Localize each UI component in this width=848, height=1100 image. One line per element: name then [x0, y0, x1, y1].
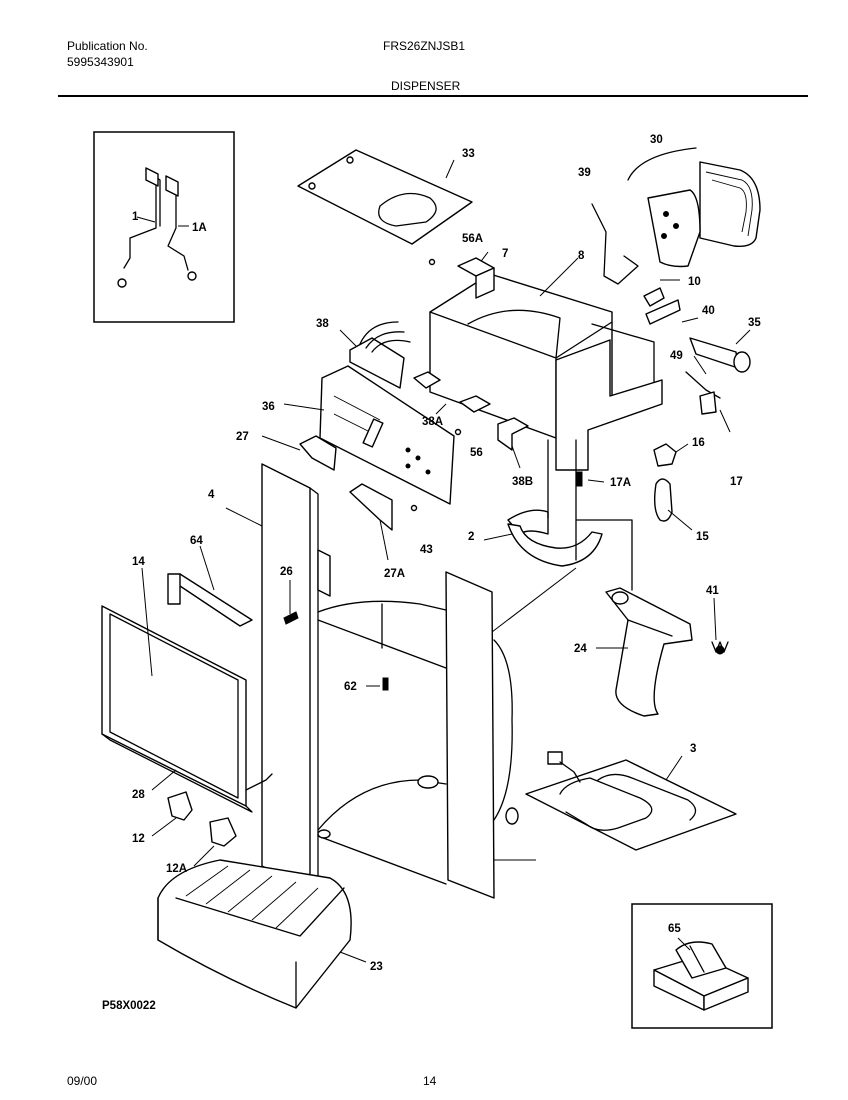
callout-1: 1 [132, 211, 139, 223]
callout-49: 49 [670, 350, 683, 362]
dispenser-housing-frame [225, 463, 577, 899]
publication-number: 5995343901 [67, 55, 134, 69]
callout-30: 30 [650, 134, 663, 146]
callout-17: 17 [730, 476, 743, 488]
callout-38b: 38B [512, 476, 533, 488]
callout-64: 64 [190, 535, 203, 547]
bottom-clips [151, 791, 237, 867]
control-panel-assembly [283, 321, 455, 505]
callout-10: 10 [688, 276, 701, 288]
callout-43: 43 [420, 544, 433, 556]
callout-14: 14 [132, 556, 145, 568]
callout-12: 12 [132, 833, 145, 845]
callout-24: 24 [574, 643, 587, 655]
top-cover-plate [297, 149, 473, 245]
callout-41: 41 [706, 585, 719, 597]
callout-33: 33 [462, 148, 475, 160]
transformer-inset [631, 903, 773, 1029]
callout-27a: 27A [384, 568, 405, 580]
callout-28: 28 [132, 789, 145, 801]
mounting-clips [261, 435, 393, 561]
callout-38: 38 [316, 318, 329, 330]
publication-label: Publication No. [67, 39, 148, 53]
fasteners-and-strip [167, 545, 299, 627]
callout-12a: 12A [166, 863, 187, 875]
callout-7: 7 [502, 248, 508, 260]
callout-labels: 1 1A 33 39 30 56A 7 8 10 40 35 38 49 36 … [102, 134, 761, 1012]
model-number: FRS26ZNJSB1 [383, 39, 466, 53]
callout-39: 39 [578, 167, 591, 179]
callout-38a: 38A [422, 416, 443, 428]
callout-56: 56 [470, 447, 483, 459]
ice-chute [483, 439, 633, 591]
dispenser-bracket-housing [429, 251, 663, 471]
callout-62: 62 [344, 681, 357, 693]
callout-36: 36 [262, 401, 275, 413]
callout-16: 16 [692, 437, 705, 449]
wire-harness-inset [93, 131, 235, 323]
figure-code: P58X0022 [102, 1000, 156, 1012]
upper-right-components [591, 147, 761, 433]
heater-pad [525, 751, 737, 851]
callout-17a: 17A [610, 477, 631, 489]
dispenser-actuator-arm [596, 587, 729, 717]
section-title: DISPENSER [391, 79, 461, 93]
callout-3: 3 [690, 743, 696, 755]
callout-15: 15 [696, 531, 709, 543]
lamp-assembly [575, 443, 693, 531]
callout-1a: 1A [192, 222, 207, 234]
access-door-panel [101, 567, 273, 813]
footer-date: 09/00 [67, 1074, 98, 1088]
callout-40: 40 [702, 305, 715, 317]
callout-35: 35 [748, 317, 761, 329]
callout-27: 27 [236, 431, 249, 443]
callout-4: 4 [208, 489, 215, 501]
footer-page-number: 14 [423, 1074, 437, 1088]
drip-tray [157, 859, 367, 1009]
callout-65: 65 [668, 923, 681, 935]
switch-parts [410, 257, 529, 512]
callout-26: 26 [280, 566, 293, 578]
callout-8: 8 [578, 250, 585, 262]
callout-2: 2 [468, 531, 474, 543]
header-rule [58, 95, 808, 97]
callout-23: 23 [370, 961, 383, 973]
callout-56a: 56A [462, 233, 483, 245]
